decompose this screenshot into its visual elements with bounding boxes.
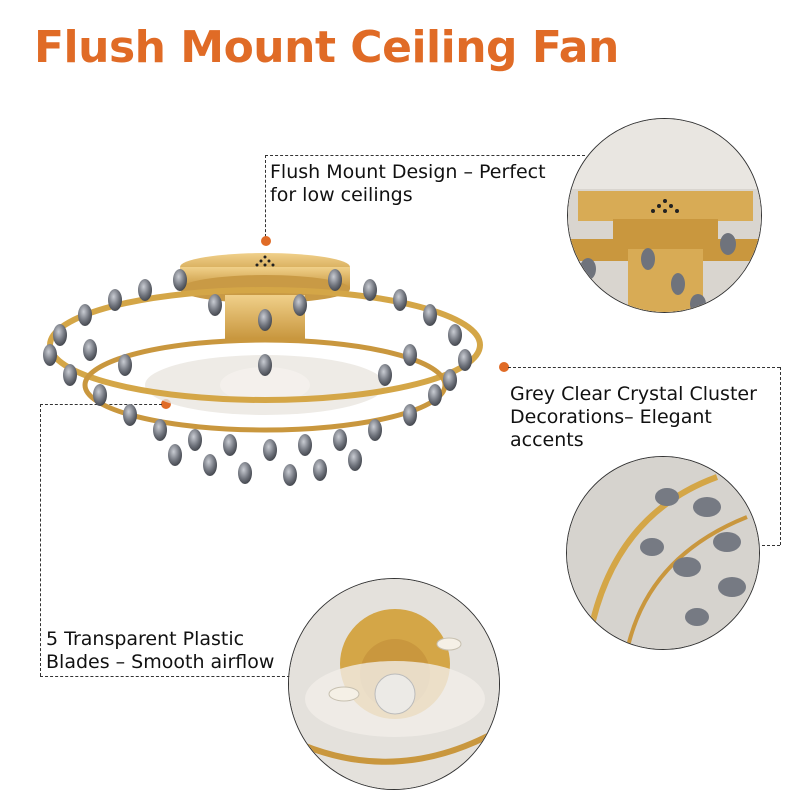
callout-crystal-line3: accents bbox=[510, 429, 584, 451]
callout-dot-crystal bbox=[499, 362, 509, 372]
callout-crystal-line1: Grey Clear Crystal Cluster bbox=[510, 383, 757, 405]
callout-dot-blades bbox=[161, 399, 171, 409]
detail-image-canopy bbox=[567, 118, 762, 313]
callout-flush-mount-label: Flush Mount Design – Perfect for low cei… bbox=[270, 161, 546, 207]
detail-image-crystal-cluster bbox=[566, 456, 760, 650]
callout-blades-label: 5 Transparent Plastic Blades – Smooth ai… bbox=[46, 628, 274, 674]
callout-line-flush-mount-vertical bbox=[265, 155, 266, 237]
callout-crystal-line2: Decorations– Elegant bbox=[510, 406, 712, 428]
callout-line-blades-vertical bbox=[40, 404, 41, 676]
callout-crystal-label: Grey Clear Crystal Cluster Decorations– … bbox=[510, 383, 757, 452]
callout-line-blades-bottom bbox=[40, 676, 290, 677]
main-product-image bbox=[30, 245, 500, 490]
callout-blades-line1: 5 Transparent Plastic bbox=[46, 628, 245, 650]
callout-blades-line2: Blades – Smooth airflow bbox=[46, 651, 275, 673]
detail-image-blades bbox=[288, 578, 500, 790]
callout-line-flush-mount-top bbox=[265, 155, 585, 156]
callout-flush-mount-line1: Flush Mount Design – Perfect bbox=[270, 161, 546, 183]
callout-line-crystal-vertical bbox=[780, 367, 781, 545]
callout-flush-mount-line2: for low ceilings bbox=[270, 184, 413, 206]
callout-line-crystal-top bbox=[508, 367, 780, 368]
callout-dot-flush-mount bbox=[261, 236, 271, 246]
page-title: Flush Mount Ceiling Fan bbox=[34, 22, 619, 73]
callout-line-crystal-bottom bbox=[762, 545, 780, 546]
